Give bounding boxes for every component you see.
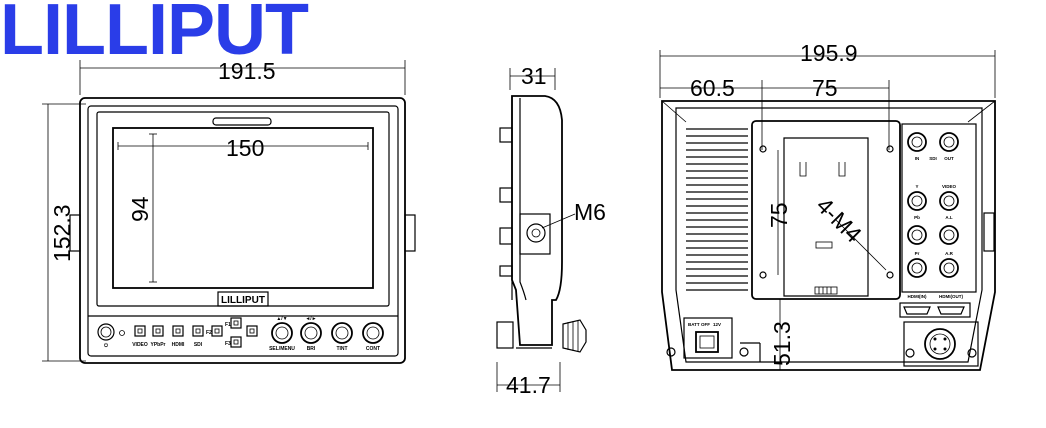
- svg-text:◄/►: ◄/►: [305, 316, 316, 322]
- tint-knob: [331, 322, 353, 344]
- svg-text:12V: 12V: [713, 322, 721, 327]
- svg-text:F3: F3: [225, 341, 231, 347]
- hdmi-out-port: [937, 306, 965, 315]
- m4-hole-1: [759, 145, 767, 153]
- hdmi-in-port: [903, 306, 931, 315]
- screen: [112, 127, 374, 289]
- power-button: [97, 323, 115, 341]
- connector-panel: [901, 123, 977, 293]
- f2-button: [211, 325, 223, 337]
- rear-hole-spacing-h-label: 75: [812, 75, 838, 101]
- rear-screw-label: 4-M4: [811, 192, 867, 248]
- sdi-button: [192, 325, 204, 337]
- svg-text:VIDEO: VIDEO: [132, 342, 148, 348]
- mount-plate: [751, 120, 901, 300]
- svg-text:OUT: OUT: [944, 156, 954, 161]
- f1-button: [230, 317, 242, 329]
- svg-text:F1: F1: [225, 322, 231, 328]
- side-body: [511, 95, 563, 346]
- front-left-tab: [69, 214, 81, 252]
- mount-block: [519, 213, 551, 255]
- svg-text:F2: F2: [206, 330, 212, 336]
- svg-text:Pb: Pb: [914, 215, 920, 220]
- cont-knob: [362, 322, 384, 344]
- svg-text:BRI: BRI: [307, 346, 316, 352]
- front-right-tab: [404, 214, 416, 252]
- svg-text:TINT: TINT: [336, 346, 347, 352]
- front-buttons: VIDEO YPbPr HDMI SDI F2 F1 F3: [132, 317, 258, 348]
- lilliput-logo: LILLIPUT: [0, 0, 309, 70]
- rear-width-label: 195.9: [800, 40, 858, 66]
- svg-text:Y: Y: [915, 184, 918, 189]
- video-button: [134, 325, 146, 337]
- ypbpr-button: [152, 325, 164, 337]
- svg-text:CONT: CONT: [366, 346, 380, 352]
- svg-text:▲/▼: ▲/▼: [276, 316, 287, 322]
- front-height-dimension: 152.3: [42, 103, 86, 362]
- power-led: [119, 330, 125, 336]
- svg-text:IN: IN: [915, 156, 920, 161]
- side-connector: [562, 319, 587, 353]
- svg-text:YPbPr: YPbPr: [150, 342, 165, 348]
- battery-switch-panel: [683, 317, 733, 359]
- f3-button: [230, 336, 242, 348]
- svg-text:OFF: OFF: [701, 322, 710, 327]
- side-mount-label: M6: [574, 199, 606, 225]
- rear-hole-spacing-v-label: 75: [766, 202, 792, 228]
- front-knobs: ▲/▼ SEL/MENU ◄/► BRI TINT CONT: [269, 316, 384, 352]
- side-depth-top-label: 31: [521, 63, 547, 89]
- rear-bottom-offset-label: 51.3: [769, 321, 795, 366]
- m4-hole-4: [886, 271, 894, 279]
- bezel-brand-plate: [217, 291, 269, 307]
- battery-plate: [783, 137, 869, 297]
- m4-hole-3: [759, 271, 767, 279]
- svg-text:A.L: A.L: [945, 215, 953, 220]
- side-view: 31 M6 41.7: [496, 63, 606, 398]
- hdmi-button: [172, 325, 184, 337]
- sel-menu-knob: [271, 322, 293, 344]
- front-view: 191.5 152.3 150 94 LILLIPUT: [42, 58, 416, 364]
- svg-text:SDI: SDI: [929, 156, 937, 161]
- front-width-dimension: 191.5: [79, 58, 406, 95]
- screen-height-label: 94: [127, 196, 153, 222]
- f4-button: [246, 325, 258, 337]
- svg-text:BATT: BATT: [688, 322, 700, 327]
- hdmi-panel: [899, 302, 971, 318]
- front-width-label: 191.5: [218, 58, 276, 84]
- svg-text:Pr: Pr: [915, 251, 920, 256]
- xlr-panel: [903, 321, 979, 367]
- battery-switch: [695, 331, 719, 353]
- rear-left-offset-label: 60.5: [690, 75, 735, 101]
- rear-view: 195.9 60.5 75: [659, 40, 996, 371]
- svg-text:SEL/MENU: SEL/MENU: [269, 346, 295, 352]
- vent-grille: [686, 128, 748, 291]
- front-height-label: 152.3: [49, 204, 75, 262]
- top-slot: [212, 117, 272, 126]
- svg-text:HDMI(OUT): HDMI(OUT): [939, 294, 963, 299]
- svg-text:SDI: SDI: [194, 342, 203, 348]
- svg-text:VIDEO: VIDEO: [942, 184, 957, 189]
- bezel-brand: LILLIPUT: [221, 295, 265, 306]
- xlr-power-connector: [924, 328, 956, 360]
- m4-hole-2: [886, 145, 894, 153]
- screen-width-label: 150: [226, 135, 264, 161]
- bri-knob: [300, 322, 322, 344]
- svg-text:HDMI(IN): HDMI(IN): [908, 294, 927, 299]
- svg-text:⏻: ⏻: [104, 343, 108, 349]
- svg-text:HDMI: HDMI: [172, 342, 185, 348]
- svg-text:A.R: A.R: [945, 251, 954, 256]
- side-depth-bottom-label: 41.7: [506, 372, 551, 398]
- bnc-connectors: IN SDI OUT Y VIDEO Pb A.L Pr A.R: [907, 132, 959, 278]
- m6-mount-hole: [526, 223, 546, 243]
